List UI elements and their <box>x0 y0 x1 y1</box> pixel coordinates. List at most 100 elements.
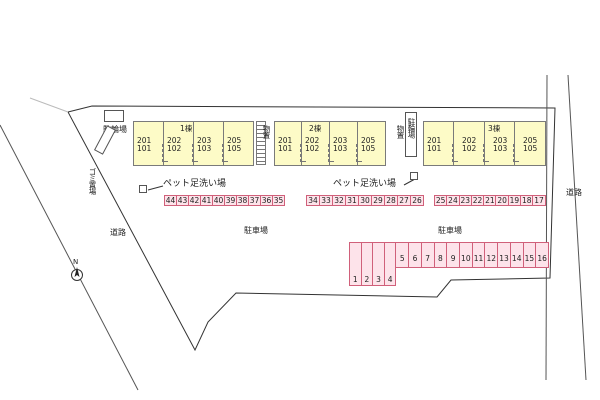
parking-space-33: 33 <box>319 195 333 206</box>
unit-lower-number: 102 <box>305 144 320 153</box>
building-2-unit-105: 205 105 <box>356 122 385 165</box>
unit-lower-number: 102 <box>462 144 477 153</box>
door-mark <box>483 144 489 162</box>
door-mark <box>192 144 198 162</box>
building-3-unit-101: 201 101 <box>424 122 454 165</box>
unit-lower-number: 103 <box>333 144 348 153</box>
bike-parking-label-2: 駐輪場 <box>407 118 416 138</box>
unit-upper-number: 205 <box>227 136 242 145</box>
unit-lower-number: 105 <box>227 144 242 153</box>
unit-lower-number: 103 <box>493 144 508 153</box>
door-mark <box>356 144 362 162</box>
storage-label-1: 物置 <box>262 125 271 138</box>
parking-space-31: 31 <box>345 195 359 206</box>
parking-space-16: 16 <box>535 242 549 268</box>
pet-wash-box-2 <box>410 172 418 180</box>
unit-lower-number: 103 <box>197 144 212 153</box>
parking-space-27: 27 <box>397 195 411 206</box>
unit-lower-number: 101 <box>278 144 293 153</box>
parking-space-15: 15 <box>522 242 537 268</box>
unit-upper-number: 203 <box>493 136 508 145</box>
parking-space-7: 7 <box>420 242 435 268</box>
storage-label-2: 物置 <box>396 125 405 138</box>
road-edge-right-outer <box>567 74 587 381</box>
parking-space-28: 28 <box>384 195 398 206</box>
parking-space-9: 9 <box>446 242 460 268</box>
road-label-left: 道路 <box>110 228 126 237</box>
building-2: 2棟 201 101 202 102 203 103 205 105 <box>274 121 386 166</box>
parking-space-11: 11 <box>471 242 486 268</box>
building-3-name: 3棟 <box>488 124 501 133</box>
parking-space-13: 13 <box>497 242 511 268</box>
building-2-name: 2棟 <box>309 124 322 133</box>
north-arrow: N <box>70 258 84 282</box>
building-1: 1棟 201 101 202 102 203 103 205 105 <box>133 121 254 166</box>
parking-space-17: 17 <box>532 195 546 206</box>
north-label: N <box>73 258 79 266</box>
stair-1 <box>256 121 266 165</box>
parking-space-35: 35 <box>272 195 285 206</box>
bike-parking-box <box>104 110 124 122</box>
garbage-station-label: ゴミ置場 <box>88 168 97 194</box>
parking-space-12: 12 <box>484 242 499 268</box>
parking-space-14: 14 <box>509 242 524 268</box>
parking-space-32: 32 <box>332 195 346 206</box>
building-3-unit-105: 205 105 <box>513 122 545 165</box>
building-3: 3棟 201 101 202 102 203 103 205 105 <box>423 121 546 166</box>
unit-upper-number: 202 <box>167 136 182 145</box>
unit-lower-number: 101 <box>427 144 442 153</box>
parking-space-6: 6 <box>408 242 422 268</box>
unit-upper-number: 203 <box>333 136 348 145</box>
parking-space-34: 34 <box>306 195 320 206</box>
door-mark <box>162 144 168 162</box>
unit-upper-number: 203 <box>197 136 212 145</box>
parking-space-10: 10 <box>458 242 473 268</box>
parking-space-26: 26 <box>410 195 424 206</box>
building-3-unit-103: 203 103 <box>483 122 515 165</box>
road-edge-left-faint <box>29 97 69 113</box>
pet-wash-label-2: ペット足洗い場 <box>333 179 397 189</box>
door-mark <box>328 144 334 162</box>
parking-space-30: 30 <box>358 195 372 206</box>
building-1-unit-105: 205 105 <box>222 122 253 165</box>
door-mark <box>452 144 458 162</box>
building-1-unit-103: 203 103 <box>192 122 224 165</box>
parking-label-2: 駐車場 <box>438 226 462 235</box>
parking-space-8: 8 <box>433 242 448 268</box>
pet-wash-box-1 <box>139 185 147 193</box>
parking-label-1: 駐車場 <box>244 226 268 235</box>
building-1-name: 1棟 <box>180 124 193 133</box>
parking-space-19: 19 <box>507 195 522 206</box>
building-2-unit-102: 202 102 <box>300 122 330 165</box>
road-edge-left-inner <box>0 124 139 391</box>
road-edge-right-inner <box>545 74 548 381</box>
unit-upper-number: 201 <box>278 136 293 145</box>
bike-parking-box-2 <box>405 112 417 157</box>
unit-lower-number: 105 <box>523 144 538 153</box>
parking-space-18: 18 <box>520 195 534 206</box>
door-mark <box>300 144 306 162</box>
pet-wash-label-1: ペット足洗い場 <box>163 179 227 189</box>
building-3-unit-102: 202 102 <box>452 122 485 165</box>
unit-lower-number: 101 <box>137 144 152 153</box>
building-2-unit-103: 203 103 <box>328 122 358 165</box>
north-arrow-icon <box>71 267 83 281</box>
parking-space-22: 22 <box>470 195 485 206</box>
building-1-unit-101: 201 101 <box>134 122 164 165</box>
building-2-unit-101: 201 101 <box>275 122 302 165</box>
door-mark <box>513 144 519 162</box>
unit-upper-number: 202 <box>305 136 320 145</box>
road-label-right: 道路 <box>566 188 582 197</box>
unit-upper-number: 201 <box>427 136 442 145</box>
parking-space-29: 29 <box>371 195 385 206</box>
building-1-unit-102: 202 102 <box>162 122 194 165</box>
parking-space-23: 23 <box>458 195 472 206</box>
parking-space-25: 25 <box>434 195 448 206</box>
door-mark <box>222 144 228 162</box>
